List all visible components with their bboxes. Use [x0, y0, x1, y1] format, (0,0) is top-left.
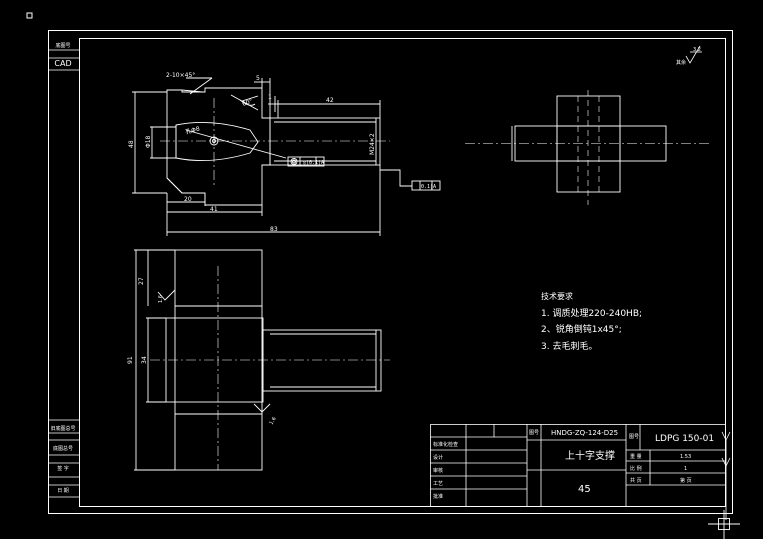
- tb-right-label-3: 共 页: [630, 477, 642, 484]
- tb-material: 45: [578, 484, 591, 495]
- bottom-view-centerlines: [150, 266, 390, 470]
- roughness-16b: 1.6: [269, 416, 278, 426]
- crosshair-icon[interactable]: [708, 510, 740, 539]
- left-strip-label-3: 签 字: [57, 465, 69, 472]
- left-strip: [48, 49, 79, 498]
- side-view: [511, 95, 667, 193]
- front-view-centerlines: [160, 98, 390, 188]
- angle-label: 60°: [241, 98, 253, 108]
- dim-5: 5: [256, 75, 260, 82]
- chamfer-label: 2-10×45°: [166, 72, 195, 79]
- dim-34: 34: [141, 356, 148, 364]
- tech-item-2: 2、锐角倒钝1x45°;: [541, 323, 622, 335]
- small-square-icon[interactable]: [26, 12, 33, 19]
- tech-item-3: 3. 去毛刺毛。: [541, 340, 597, 352]
- left-strip-label-4: 日 期: [57, 488, 69, 494]
- tb-project-label: 图号: [629, 434, 639, 440]
- tb-right-value-3: 第 页: [680, 477, 692, 484]
- dim-91: 91: [127, 356, 134, 364]
- dim-41: 41: [210, 206, 218, 213]
- tb-left-row-3: 审核: [433, 467, 443, 474]
- dim-20: 20: [184, 196, 192, 203]
- tb-left-row-2: 设计: [433, 454, 443, 461]
- tb-left-row-4: 工艺: [433, 481, 443, 487]
- dim-42: 42: [326, 97, 334, 104]
- tb-drawing-no: HNDG-ZQ-124-D25: [551, 429, 618, 437]
- tb-drawing-no-label: 图号: [529, 430, 539, 436]
- tb-left-row-5: 批准: [433, 493, 443, 500]
- dim-1: 1: [268, 94, 272, 101]
- roughness-rest-label: 其余: [676, 59, 686, 66]
- dim-diameter: Φ18: [145, 135, 152, 148]
- dim-thread: M24×2: [369, 133, 376, 155]
- tech-title: 技术要求: [541, 291, 573, 301]
- tb-part-name: 上十字支撑: [565, 449, 615, 462]
- left-strip-label-1: 旧底图总号: [50, 425, 75, 432]
- dim-83: 83: [270, 226, 278, 233]
- tolerance-frame-2: 0.1|A: [421, 184, 436, 190]
- tech-item-1: 1. 调质处理220-240HB;: [541, 307, 642, 319]
- tb-project-code: LDPG 150-01: [655, 434, 714, 444]
- tb-right-value-1: 1.53: [680, 454, 691, 460]
- tb-left-row-1: 标准化检查: [433, 441, 458, 448]
- roughness-16a: 1.6: [158, 295, 164, 303]
- side-view-hidden: [577, 90, 600, 205]
- roughness-symbol-icon: [685, 45, 702, 64]
- tb-right-value-2: 1: [684, 466, 687, 472]
- tb-right-label-2: 比 例: [630, 465, 642, 472]
- left-strip-label-2: 底图总号: [53, 445, 73, 452]
- dim-48: 48: [128, 140, 135, 148]
- outer-frame: [48, 30, 733, 514]
- left-strip-top-label: 底图号: [55, 42, 70, 49]
- hole-label: 孔Φ8: [184, 124, 200, 136]
- left-strip-cad-label: CAD: [54, 59, 71, 68]
- roughness-value: 3.2: [693, 47, 701, 53]
- inner-frame: [79, 38, 726, 507]
- title-block: [430, 424, 726, 507]
- tb-right-label-1: 重 量: [630, 453, 642, 460]
- tolerance-frame-1: ◎|0.1|A: [303, 160, 324, 166]
- front-view: [132, 77, 441, 236]
- edge-markers: [721, 431, 731, 520]
- dim-27: 27: [138, 277, 145, 285]
